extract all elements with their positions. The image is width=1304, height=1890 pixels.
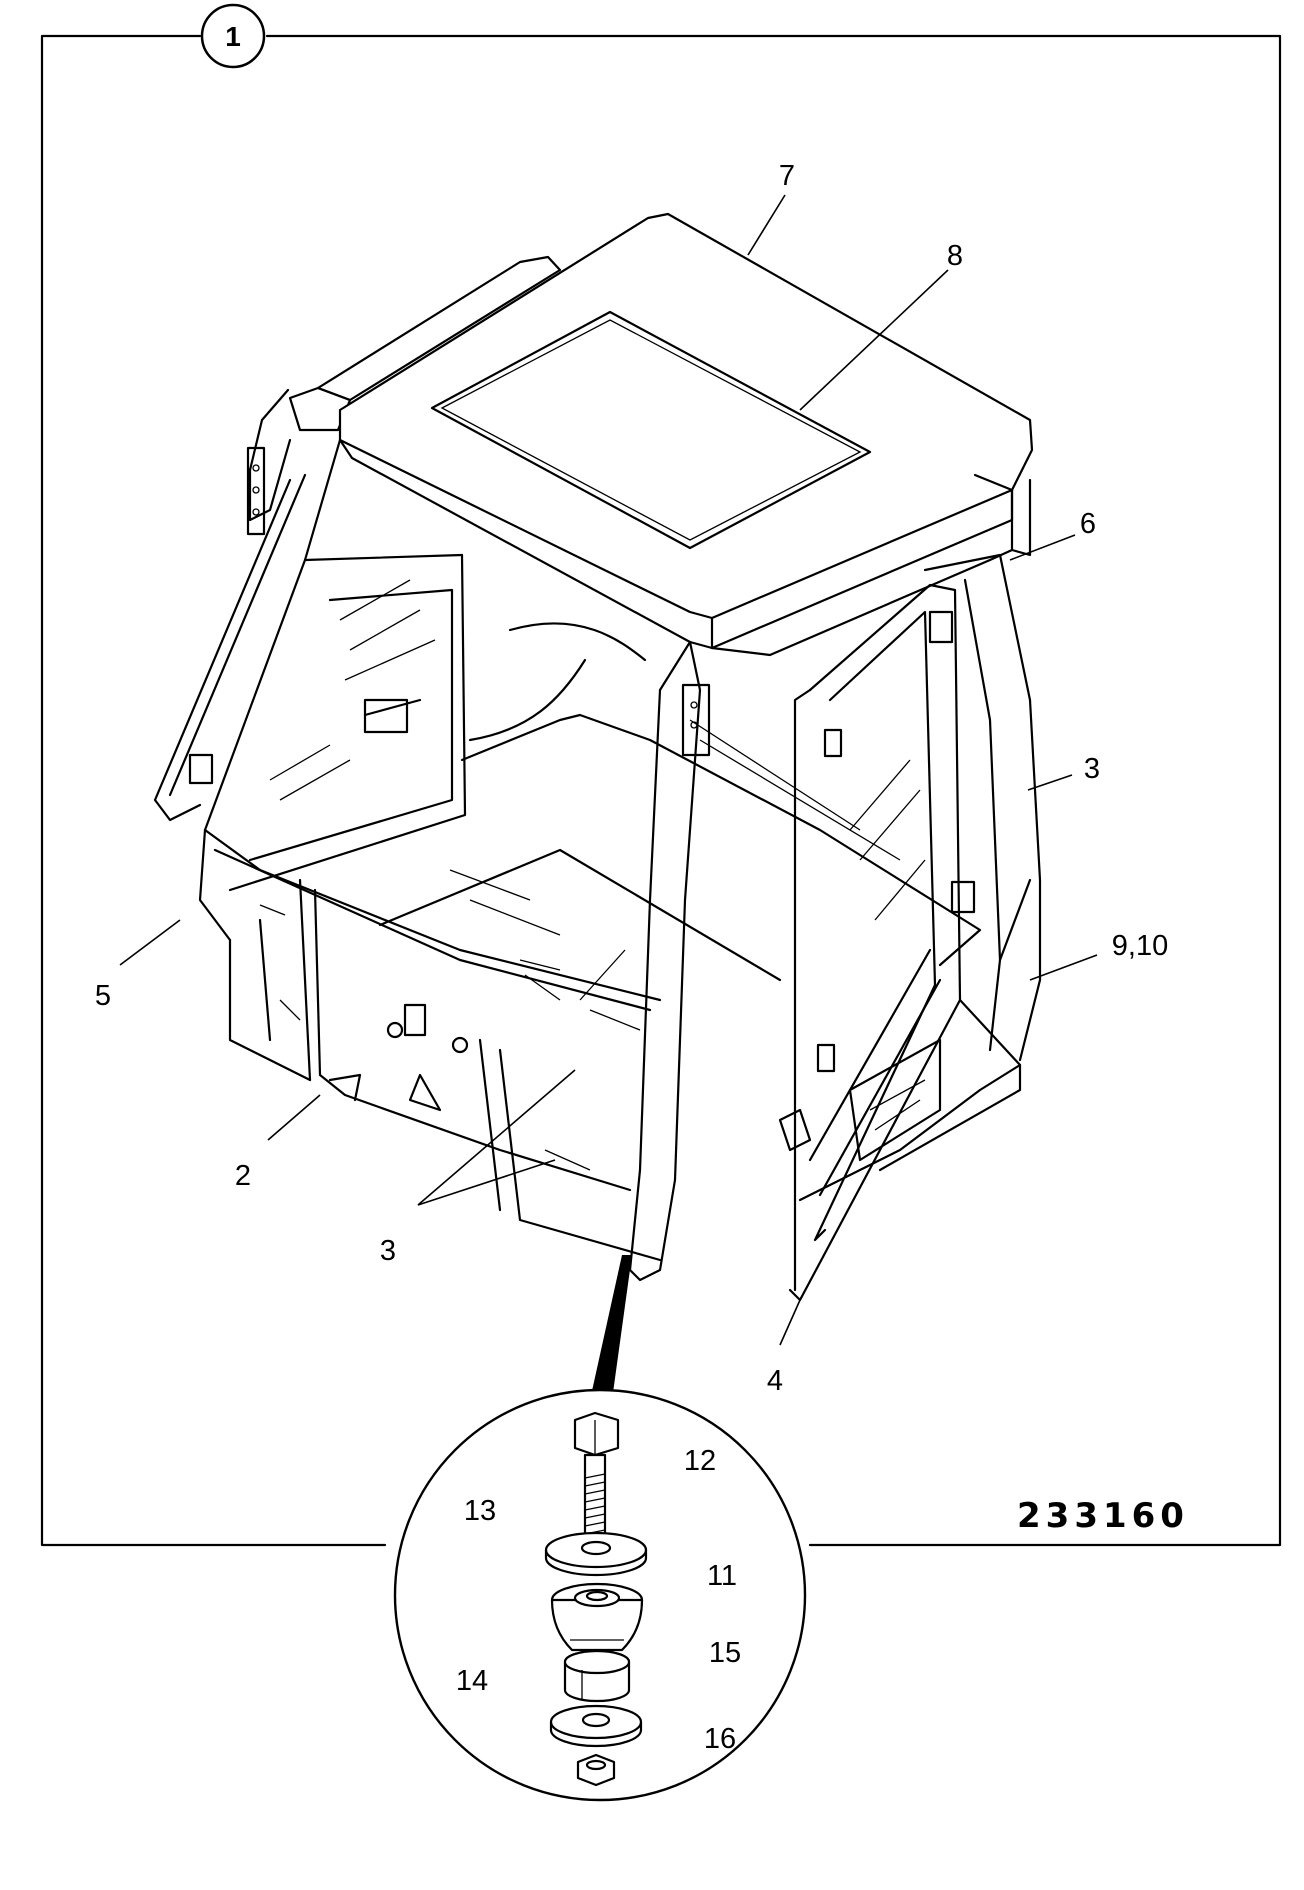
lower-washer-part — [549, 1704, 643, 1748]
callout-12: 12 — [684, 1445, 716, 1477]
callout-2: 2 — [235, 1160, 251, 1192]
callout-9-10: 9,10 — [1112, 930, 1168, 962]
callout-4: 4 — [767, 1365, 783, 1397]
spacer-part — [563, 1649, 631, 1703]
callout-11: 11 — [707, 1560, 737, 1592]
callout-numbers: 7 8 6 3 9,10 5 2 3 4 12 13 11 15 14 16 — [95, 160, 1168, 1755]
callout-3-right: 3 — [1084, 753, 1100, 785]
callout-14: 14 — [456, 1665, 488, 1697]
figure-frame — [40, 34, 1282, 1547]
callout-13: 13 — [464, 1495, 496, 1527]
callout-5: 5 — [95, 980, 111, 1012]
mount-part — [550, 1582, 644, 1652]
nut-part — [576, 1753, 616, 1787]
callout-15: 15 — [709, 1637, 741, 1669]
callout-16: 16 — [704, 1723, 736, 1755]
cab-drawing — [153, 212, 1042, 1302]
callout-7: 7 — [779, 160, 795, 192]
bolt-part — [573, 1411, 620, 1543]
callout-3-bottom: 3 — [380, 1235, 396, 1267]
mounting-detail — [393, 1255, 807, 1802]
drawing-number: 233160 — [1017, 1496, 1189, 1536]
figure-number-badge: 1 — [200, 3, 266, 69]
callout-8: 8 — [947, 240, 963, 272]
callout-6: 6 — [1080, 508, 1096, 540]
figure-number: 1 — [225, 21, 241, 52]
washer-part — [544, 1531, 648, 1577]
